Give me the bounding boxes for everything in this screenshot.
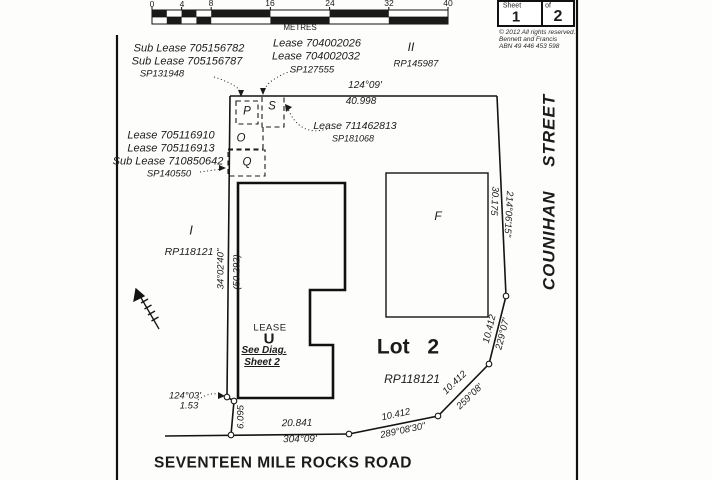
sublease-nw-line2: Sub Lease 705156787 [131, 55, 243, 68]
north-arrow-icon [133, 287, 160, 330]
north-bearing: 124°09' [348, 80, 382, 91]
lease-ne-plan: SP181068 [331, 133, 375, 144]
sheet-total: 2 [553, 8, 563, 25]
lease-u-note2: Sheet 2 [244, 357, 280, 368]
south-distance: 20.841 [281, 417, 313, 430]
lease-ne-line1: Lease 711462813 [313, 119, 397, 132]
scale-tick-16: 16 [265, 0, 275, 8]
sw-short-distance: 6.095 [235, 405, 247, 429]
building-outline [236, 181, 347, 400]
scale-tick-24: 24 [325, 0, 335, 8]
lease-n-line2: Lease 704002032 [271, 50, 361, 63]
lease-letter-s: S [268, 100, 276, 113]
parcel-west-label: I [189, 222, 193, 238]
lease-p-outline [235, 100, 259, 125]
lot-name: Lot 2 [376, 335, 440, 359]
lease-n-line1: Lease 704002026 [272, 37, 362, 50]
sheet-number: 1 [511, 8, 521, 26]
copyright-line-2: Bennett and Francis [499, 35, 558, 43]
lease-letter-q: Q [242, 156, 252, 169]
lease-n-plan: SP127555 [289, 64, 335, 76]
boundary-south-road [164, 433, 350, 437]
scale-tick-4: 4 [179, 0, 185, 9]
lease-letter-o: O [236, 132, 246, 145]
corner-marks [223, 292, 510, 439]
lease-f-outline [385, 172, 489, 318]
lease-u-title: LEASE [253, 322, 287, 334]
south-bearing: 304°09' [283, 433, 317, 446]
boundary-west [226, 95, 231, 398]
lease-w-line1: Lease 705116910 [127, 129, 215, 142]
lease-letter-f: F [434, 209, 442, 223]
dashed-lease-areas [227, 97, 285, 177]
scale-unit-label: METRES [283, 23, 317, 32]
parcel-north-plan: RP145987 [393, 58, 439, 70]
sublease-nw-plan: SP131948 [139, 68, 185, 80]
east-distance: 30.175 [487, 186, 501, 216]
boundary-east [496, 95, 507, 297]
sheet-label: Sheet [502, 2, 522, 10]
east-bearing: 214°06'15" [501, 190, 515, 238]
lease-w-line2: Lease 705116913 [127, 142, 215, 155]
sheet-title-block [497, 0, 575, 27]
street-name-east: COUNIHAN STREET [539, 93, 559, 291]
scale-bar [151, 7, 449, 25]
leader-arrowheads [218, 88, 292, 399]
lease-w-line3: Sub Lease 710850642 [112, 155, 224, 168]
sw-jog-distance: 1.53 [179, 400, 199, 412]
sheet-title-block-divider [541, 0, 543, 27]
copyright-line-3: ABN 49 446 453 598 [499, 42, 560, 50]
lease-w-plan: SP140550 [146, 168, 192, 180]
scale-tick-0: 0 [149, 0, 155, 9]
west-distance: (50.292) [231, 254, 243, 290]
boundary-se-splays [348, 295, 507, 435]
lot-plan: RP118121 [384, 372, 440, 386]
scale-tick-8: 8 [208, 0, 214, 8]
scale-tick-40: 40 [443, 0, 453, 8]
lease-letter-p: P [243, 105, 251, 118]
scale-tick-32: 32 [384, 0, 394, 8]
lot-boundary-lines [164, 95, 507, 437]
parcel-west-plan: RP118121 [164, 245, 214, 258]
copyright-line-1: © 2012 All rights reserved. [499, 28, 576, 36]
lease-u-note1: See Diag. [241, 345, 287, 356]
street-name-south: SEVENTEEN MILE ROCKS ROAD [154, 454, 412, 472]
parcel-north-label: II [407, 40, 415, 54]
lease-u-letter: U [263, 330, 275, 348]
lease-q-outline [227, 149, 266, 177]
north-distance: 40.998 [345, 96, 377, 107]
west-bearing: 34°02'40" [215, 248, 227, 290]
sheet-of-label: of [545, 2, 551, 10]
sublease-nw-line1: Sub Lease 705156782 [133, 42, 245, 55]
sw-jog-bearing: 124°03' [168, 390, 202, 402]
